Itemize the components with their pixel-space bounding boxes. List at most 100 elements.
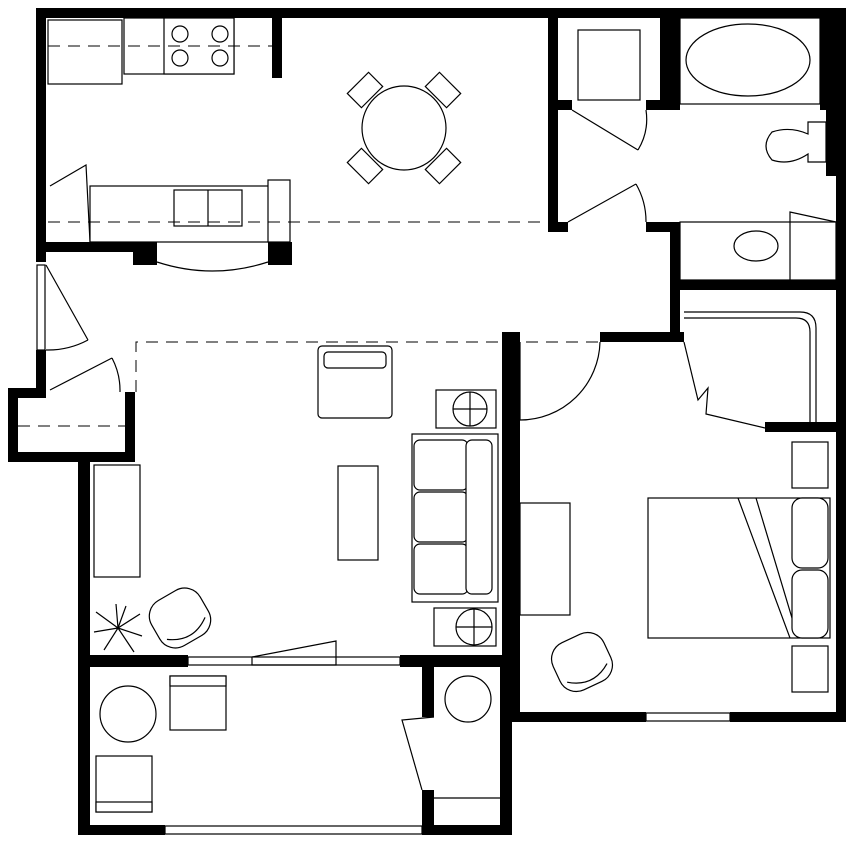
- wall-bedroom-left: [502, 332, 520, 722]
- wall-bath-left: [548, 18, 558, 232]
- plant-icon: [93, 603, 143, 653]
- dishwasher: [267, 179, 291, 243]
- washer-dryer: [577, 29, 641, 101]
- tv-stand: [93, 464, 141, 578]
- wall-right: [836, 8, 846, 722]
- bedroom-door: [519, 341, 601, 421]
- wall-pillar: [133, 242, 157, 265]
- nightstand: [791, 441, 829, 489]
- chair-body: [148, 587, 212, 649]
- doors: [45, 109, 766, 791]
- refrigerator: [47, 19, 123, 85]
- dining-chair: [424, 147, 462, 185]
- wall-bedroom-bottom: [502, 712, 646, 722]
- walls: [8, 8, 846, 835]
- wall-bath-right: [670, 222, 680, 342]
- entry-door: [45, 264, 89, 351]
- dining-chair: [424, 71, 462, 109]
- plant-leaves: [93, 603, 143, 653]
- wall-entry: [36, 350, 46, 392]
- sofa-back: [465, 439, 493, 595]
- chair-seat: [166, 617, 206, 641]
- lamp-cross: [453, 392, 487, 426]
- wall-coat-closet: [8, 452, 135, 462]
- walk-in-closet: [684, 311, 817, 422]
- wall-living-bottom: [400, 655, 512, 667]
- coffee-table: [337, 465, 379, 561]
- lounge-chair: [148, 587, 212, 649]
- patio: [95, 675, 500, 813]
- dining-set: [346, 71, 462, 185]
- wall-patio-right: [500, 655, 512, 835]
- bathroom: [577, 17, 837, 281]
- bath-closet-door: [571, 109, 648, 151]
- wall-bedroom-top: [600, 332, 684, 342]
- vanity-edge: [789, 211, 837, 280]
- sofa-cushion: [413, 543, 469, 595]
- storage-door: [401, 716, 435, 791]
- wall-bath-closet: [558, 100, 572, 110]
- lamp-cross: [456, 609, 492, 645]
- entry-door-frame: [36, 264, 46, 351]
- water-heater: [444, 675, 492, 723]
- armchair-back: [323, 351, 387, 369]
- wall-patio-bottom: [422, 825, 512, 835]
- sofa-cushion: [413, 439, 469, 491]
- wall-living-bottom: [78, 655, 188, 667]
- pillow: [791, 497, 829, 569]
- burner-icon: [211, 25, 229, 43]
- wall-storage: [422, 667, 434, 717]
- kitchen-opening-arc: [156, 261, 269, 272]
- nightstand: [791, 645, 829, 693]
- tub-basin: [685, 23, 811, 97]
- wall-closet-top: [680, 280, 846, 290]
- wall-pillar: [268, 242, 292, 265]
- vanity: [679, 221, 837, 281]
- bedroom-chair: [550, 631, 614, 693]
- chair-body: [550, 631, 614, 693]
- windows: [36, 264, 731, 835]
- closet-shelf: [684, 311, 817, 422]
- sofa-cushion: [413, 491, 469, 543]
- dining-table: [361, 85, 447, 171]
- wall-storage: [422, 790, 434, 825]
- patio-chair-back: [95, 801, 153, 813]
- dresser: [519, 502, 571, 616]
- pillow: [791, 569, 829, 639]
- wall-bath-bottom: [646, 222, 680, 232]
- living-room: [93, 341, 600, 653]
- sliding-door-panel: [251, 640, 337, 666]
- wall-living-left: [78, 452, 90, 835]
- kitchen: [47, 17, 548, 243]
- wall-bath-closet: [660, 18, 680, 110]
- burner-icon: [171, 49, 189, 67]
- wall-kitchen-partition: [272, 18, 282, 78]
- wall-bedroom-bottom: [730, 712, 846, 722]
- bedroom: [519, 441, 831, 693]
- burner-icon: [171, 25, 189, 43]
- wall-coat-closet: [8, 388, 46, 398]
- wall-tub: [820, 18, 836, 110]
- wall-coat-closet: [125, 392, 135, 462]
- bathroom-door: [567, 183, 647, 223]
- wall-bath-bottom: [548, 222, 568, 232]
- toilet: [765, 121, 827, 163]
- chair-seat: [567, 663, 608, 684]
- dining-chair: [346, 71, 384, 109]
- wall-top: [36, 8, 846, 18]
- window-patio: [164, 825, 423, 835]
- closet-bifold-door: [683, 341, 766, 429]
- wall-bath-closet: [646, 100, 680, 110]
- bathtub: [679, 17, 821, 105]
- wall-left-kitchen: [36, 8, 46, 262]
- wall-patio-bottom: [78, 825, 165, 835]
- wall-coat-closet: [8, 388, 18, 462]
- coat-closet-door: [49, 357, 121, 393]
- dining-chair: [346, 147, 384, 185]
- sink: [733, 230, 779, 262]
- burner-icon: [211, 49, 229, 67]
- ceiling-line: [135, 341, 600, 392]
- window-bedroom: [645, 712, 731, 722]
- wall-closet-bottom: [765, 422, 846, 432]
